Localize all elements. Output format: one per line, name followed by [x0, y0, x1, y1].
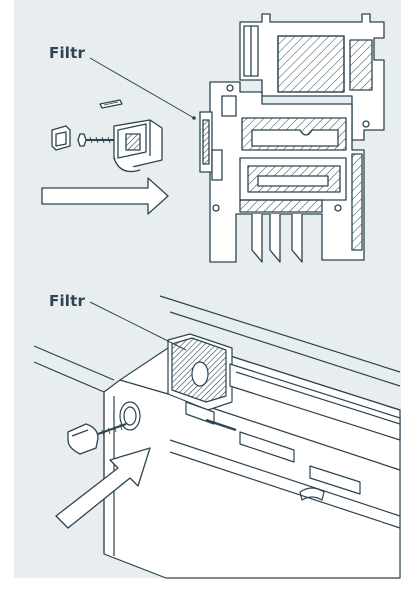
filter-cap-bottom: [67, 423, 127, 455]
arrow-bottom-icon: [55, 447, 151, 529]
callout-line-bottom: [89, 301, 187, 351]
arrow-top-icon: [41, 177, 169, 215]
filter-cap-assembly: [51, 99, 163, 173]
callout-line-top: [89, 57, 195, 119]
callout-label-top: Filtr: [49, 44, 86, 62]
callout-label-bottom: Filtr: [49, 292, 86, 310]
callout-dot-top: [192, 116, 196, 120]
sash-rail-perspective: [33, 295, 401, 579]
window-profile-section: [199, 13, 385, 263]
